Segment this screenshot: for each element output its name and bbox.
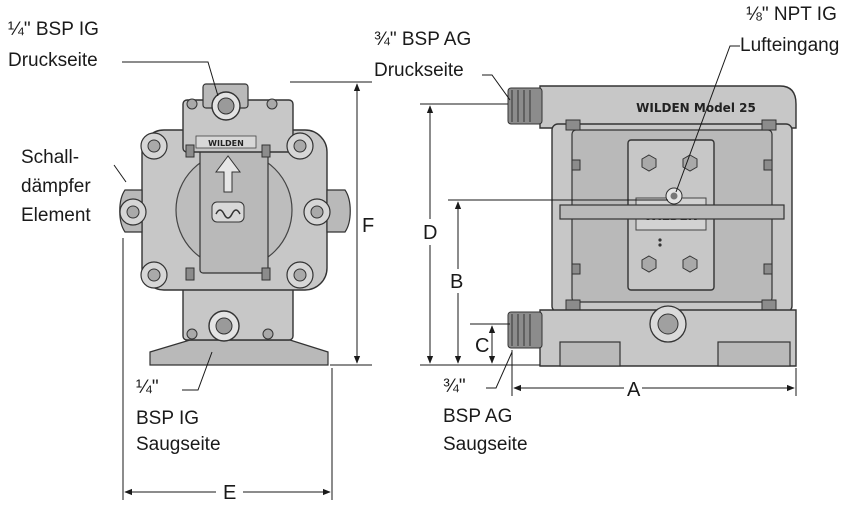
side-view-dimensions: D B C A	[420, 103, 797, 401]
dimension-e-label: E	[223, 482, 236, 504]
front-discharge-port-size: ¼" BSP IG	[8, 19, 99, 40]
front-suction-side: Saugseite	[136, 434, 221, 455]
muffler-label-line2: dämpfer	[21, 176, 91, 197]
front-view-leaders	[113, 61, 219, 391]
side-discharge-side: Druckseite	[374, 60, 464, 81]
dimension-f-label: F	[362, 215, 374, 237]
muffler-label-line1: Schall-	[21, 147, 79, 168]
side-discharge-port-size: ¾" BSP AG	[374, 29, 471, 50]
front-suction-port-type: BSP IG	[136, 408, 199, 429]
dimension-c-label: C	[475, 335, 489, 357]
front-view-dimensions: F E	[122, 81, 374, 504]
side-suction-port-type: BSP AG	[443, 406, 512, 427]
front-brand-plate: WILDEN	[208, 139, 244, 148]
side-suction-side: Saugseite	[443, 434, 528, 455]
side-view-labels: ¾" BSP AG Druckseite ⅛" NPT IG Lufteinga…	[374, 4, 839, 455]
front-view-labels: ¼" BSP IG Druckseite Schall- dämpfer Ele…	[8, 19, 221, 455]
front-view-pump: WILDEN	[119, 83, 351, 366]
front-suction-port-size: ¼"	[136, 377, 159, 398]
dimension-b-label: B	[450, 271, 463, 293]
air-inlet-size: ⅛" NPT IG	[746, 4, 837, 25]
dimension-d-label: D	[423, 222, 437, 244]
side-suction-port-size: ¾"	[443, 376, 466, 397]
side-model-label: WILDEN Model 25	[636, 101, 756, 115]
front-discharge-side: Druckseite	[8, 50, 98, 71]
side-view-pump: WILDEN Model 25 WILDEN	[507, 85, 797, 367]
dimension-a-label: A	[627, 379, 641, 401]
muffler-label-line3: Element	[21, 205, 91, 226]
air-inlet-name: Lufteingang	[740, 35, 839, 56]
side-view-leaders	[482, 45, 740, 389]
